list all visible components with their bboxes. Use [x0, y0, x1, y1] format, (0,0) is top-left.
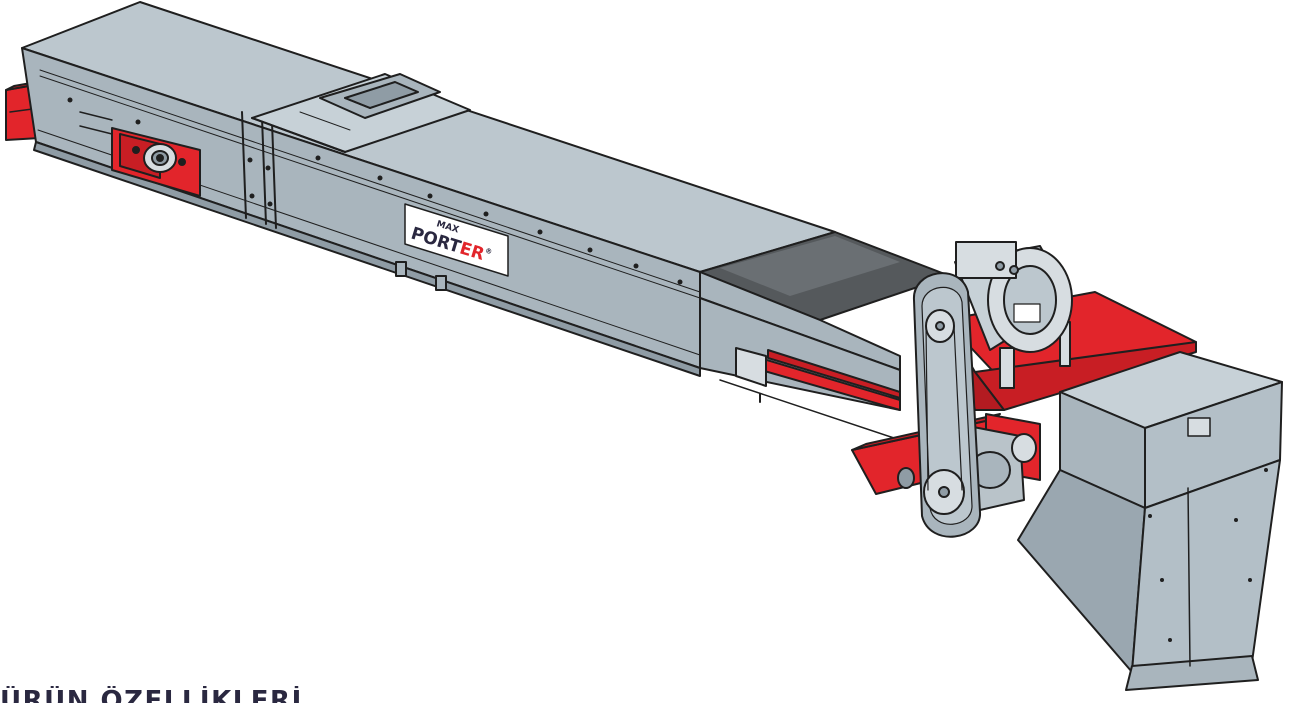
housing-bolts	[67, 97, 683, 285]
section-heading: ÜRÜN ÖZELLİKLERİ	[0, 686, 303, 703]
belt-guard	[912, 272, 982, 538]
inlet-hopper	[251, 73, 471, 153]
electric-motor	[954, 241, 1073, 353]
tail-bearing-assembly	[111, 127, 201, 197]
logo-registered-mark: ®	[484, 247, 493, 257]
discharge-hopper	[1017, 351, 1283, 691]
open-belt-section	[699, 231, 951, 441]
max-porter-logo: MAX PORTER®	[404, 203, 509, 277]
